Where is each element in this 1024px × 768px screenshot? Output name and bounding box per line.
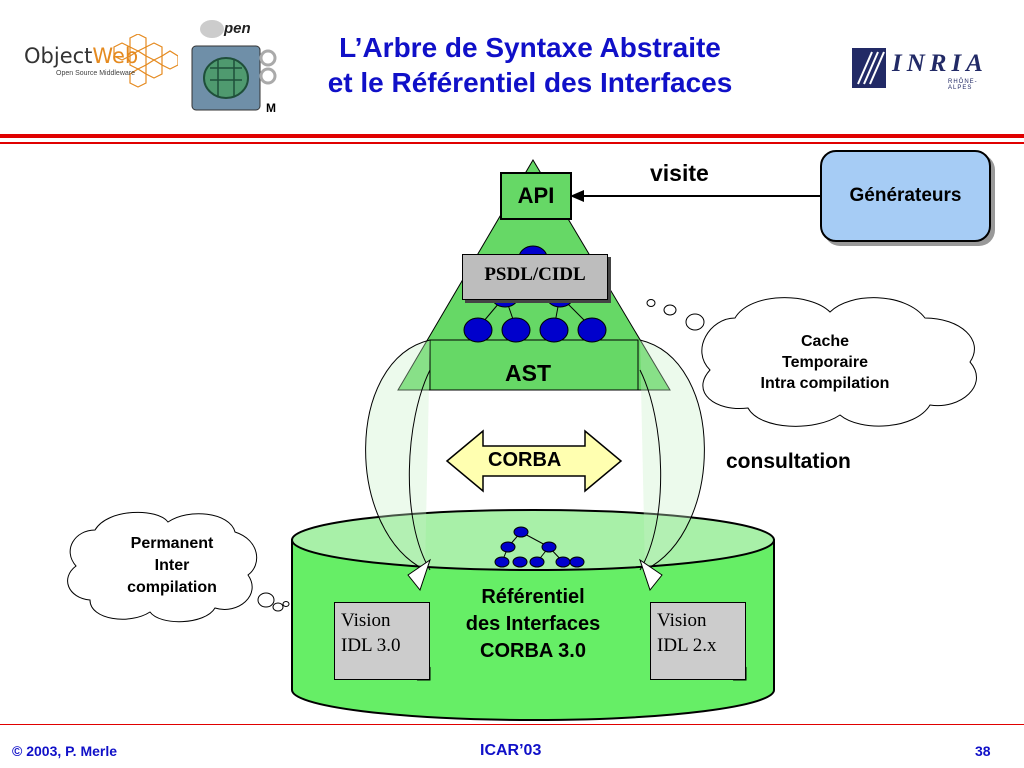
openccm-text: pen (224, 20, 251, 37)
footer-rule (0, 724, 1024, 725)
inria-emblem-icon (852, 48, 886, 88)
page-title: L’Arbre de Syntaxe Abstraite et le Référ… (250, 30, 810, 100)
api-box: API (500, 172, 572, 220)
visite-arrowhead (570, 190, 584, 202)
visite-label: visite (650, 160, 709, 186)
objectweb-logo: ObjectWeb Open Source Middleware (18, 34, 178, 94)
consultation-label: consultation (726, 450, 851, 473)
footer-copyright: © 2003, P. Merle (12, 743, 118, 759)
turtle-logo-icon: M (191, 20, 277, 112)
header-rule-thick (0, 134, 1024, 138)
right-arrowhead (639, 558, 663, 592)
left-inner-curve (408, 369, 431, 571)
hexagon-pattern-icon (113, 34, 178, 88)
cache-cloud (701, 297, 977, 427)
left-arrowhead (407, 558, 431, 592)
permanent-cloud (67, 511, 258, 623)
objectweb-tagline: Open Source Middleware (56, 70, 135, 77)
repo-node (500, 541, 516, 553)
repository-cylinder-top (291, 509, 775, 571)
title-line-2: et le Référentiel des Interfaces (327, 67, 733, 98)
footer-event: ICAR’03 (480, 742, 542, 759)
repo-node (555, 556, 571, 568)
corba-label: CORBA (488, 449, 562, 471)
ast-node (463, 317, 493, 343)
repo-node (529, 556, 545, 568)
inria-wordmark: INRIA (892, 50, 988, 77)
right-outer-curve (639, 339, 705, 571)
cache-cloud-text: Cache Temporaire Intra compilation (760, 333, 890, 392)
title-line-1: L’Arbre de Syntaxe Abstraite (339, 32, 721, 63)
repo-node (513, 526, 529, 538)
referentiel-label: Référentiel des Interfaces CORBA 3.0 (465, 586, 601, 662)
header-rule-thin (0, 142, 1024, 144)
repo-node (512, 556, 528, 568)
left-outer-curve (365, 339, 431, 571)
objectweb-wordmark: ObjectWeb (24, 44, 139, 68)
ast-base-box (429, 339, 639, 391)
repo-node (541, 541, 557, 553)
permanent-cloud-bubble (257, 592, 275, 608)
generateurs-box: Générateurs (820, 150, 991, 242)
ast-label: AST (505, 360, 551, 386)
right-inner-curve (639, 369, 662, 571)
cache-cloud-bubble (646, 299, 656, 307)
psdl-cidl-label: PSDL/CIDL (462, 254, 608, 300)
permanent-cloud-text: Permanent Inter compilation (127, 535, 217, 596)
vision-idl2-note: Vision IDL 2.x (650, 602, 746, 680)
repo-node (569, 556, 585, 568)
repo-node (494, 556, 510, 568)
permanent-cloud-bubble (272, 602, 284, 612)
ast-node (577, 317, 607, 343)
cache-cloud-bubble (663, 304, 677, 316)
ast-node (539, 317, 569, 343)
cache-cloud-bubble (685, 313, 705, 331)
svg-text:M: M (266, 101, 276, 112)
inria-subtitle: RHÔNE-ALPES (948, 79, 978, 91)
openccm-logo: M pen (190, 18, 280, 112)
inria-logo: INRIA RHÔNE-ALPES (850, 44, 1000, 92)
ast-node (501, 317, 531, 343)
vision-idl3-note: Vision IDL 3.0 (334, 602, 430, 680)
footer-page-number: 38 (975, 743, 991, 759)
permanent-cloud-bubble (282, 601, 290, 607)
corba-double-arrow (445, 429, 623, 493)
